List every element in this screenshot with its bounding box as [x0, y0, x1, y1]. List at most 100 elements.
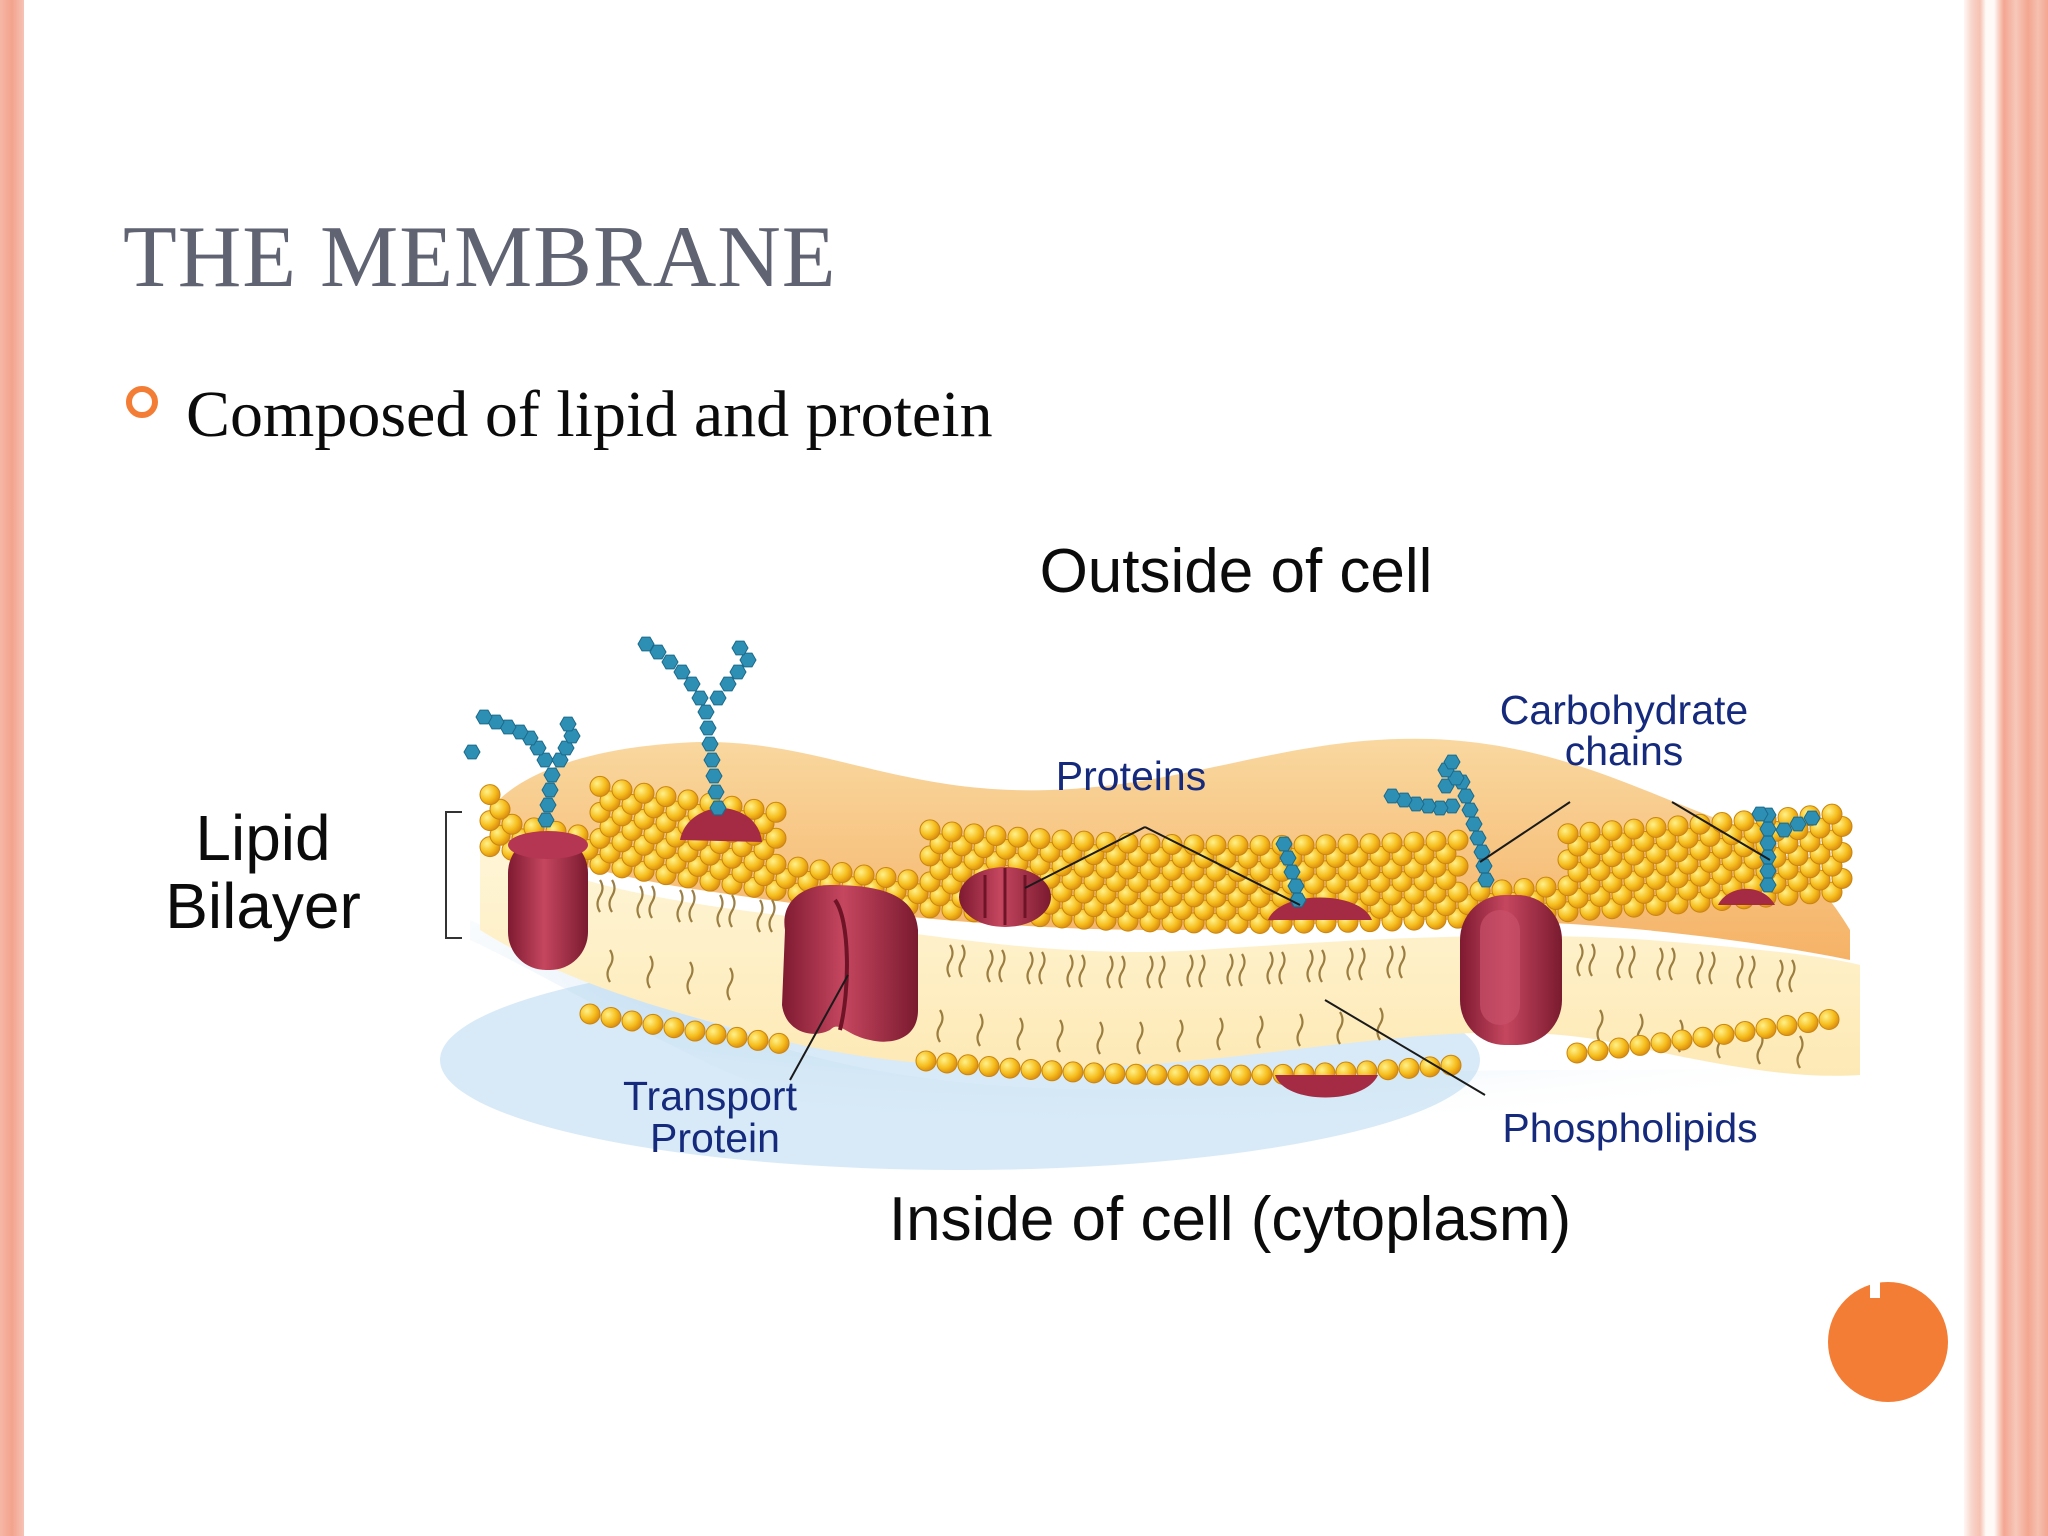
phospholipid-head [1623, 818, 1645, 840]
phospholipid-head [768, 1032, 790, 1054]
sugar-unit [1475, 858, 1493, 874]
sugar-unit [683, 676, 701, 692]
phospholipid-head [705, 1023, 727, 1045]
phospholipid-head [621, 1010, 643, 1032]
sugar-unit [729, 664, 747, 680]
carbohydrate-chains-label-line1: Carbohydrate [1500, 687, 1748, 733]
protein-right-integral [1460, 895, 1562, 1045]
phospholipid-head [1797, 1012, 1819, 1034]
phospholipid-head [875, 866, 897, 888]
phospholipid-head [1447, 829, 1469, 851]
phospholipid-head [1020, 1059, 1042, 1081]
phospholipid-head [915, 1050, 937, 1072]
phospholipid-head [1629, 1034, 1651, 1056]
sugar-unit [637, 636, 655, 652]
transport-protein [782, 885, 918, 1042]
lipid-bilayer-label-line2: Bilayer [165, 870, 361, 942]
phospholipid-head [1566, 1042, 1588, 1064]
phospholipid-head [1645, 817, 1667, 839]
phospholipid-head [1535, 876, 1557, 898]
sugar-unit [709, 800, 727, 816]
phospholipid-head [1315, 834, 1337, 856]
phospholipid-head [1419, 1056, 1441, 1078]
phospholipid-head [1073, 830, 1095, 852]
sugar-unit [1461, 802, 1479, 818]
phospholipid-head [1188, 1064, 1210, 1086]
orange-circle-icon [1828, 1282, 1948, 1402]
ring-bullet-icon [126, 386, 158, 418]
phospholipid-head [579, 1003, 601, 1025]
phospholipid-head [501, 813, 523, 835]
phospholipid-head [1146, 1064, 1168, 1086]
phospholipid-head [1381, 832, 1403, 854]
sugar-unit [1775, 822, 1793, 838]
phospholipid-head [677, 789, 699, 811]
phospholipid-head [1579, 821, 1601, 843]
phospholipid-head [1161, 833, 1183, 855]
phospholipid-head [1007, 826, 1029, 848]
phospholipid-head [1051, 829, 1073, 851]
sugar-unit [661, 654, 679, 670]
proteins-label: Proteins [1056, 753, 1206, 799]
sugar-unit [1287, 878, 1305, 894]
phospholipid-head [1029, 828, 1051, 850]
phospholipid-head [1692, 1026, 1714, 1048]
protein-peripheral-top-right [1718, 888, 1775, 905]
bullet-text: Composed of lipid and protein [186, 378, 993, 451]
sugar-unit [1751, 806, 1769, 822]
sugar-unit [1759, 849, 1777, 865]
sugar-unit [475, 709, 493, 725]
phospholipid-head [985, 825, 1007, 847]
sugar-unit [705, 768, 723, 784]
phospholipid-heads-bottom [579, 1003, 1840, 1086]
sugar-unit [709, 690, 727, 706]
phospholipid-head [1083, 1062, 1105, 1084]
lipid-bilayer-label-line1: Lipid [195, 802, 330, 874]
phospholipid-head [765, 827, 787, 849]
sugar-unit [541, 782, 559, 798]
phospholipid-head [1776, 1015, 1798, 1037]
slide-title: THE MEMBRANE [123, 209, 837, 306]
phospholipids-label: Phospholipids [1502, 1105, 1757, 1151]
phospholipid-head [1733, 810, 1755, 832]
lipid-tails-upper [596, 879, 1796, 993]
phospholipid-head [1601, 820, 1623, 842]
protein-peripheral-top-left [680, 808, 762, 842]
sugar-unit [1759, 863, 1777, 879]
phospholipid-head [765, 853, 787, 875]
sugar-unit [1457, 788, 1475, 804]
sugar-unit [703, 752, 721, 768]
transport-protein-label-line2: Protein [650, 1115, 780, 1161]
phospholipid-head [642, 1013, 664, 1035]
phospholipid-head [1821, 803, 1843, 825]
phospholipid-head [999, 1057, 1021, 1079]
phospholipid-head [589, 775, 611, 797]
cytoplasm-shadow [470, 920, 1830, 1156]
sugar-unit [1447, 770, 1465, 786]
phospholipid-head [831, 862, 853, 884]
sugar-unit [1443, 754, 1461, 770]
phospholipid-head [1062, 1061, 1084, 1083]
sugar-unit [691, 690, 709, 706]
leader-lines [789, 801, 1771, 1096]
phospholipid-head [1734, 1020, 1756, 1042]
phospholipid-head [1398, 1057, 1420, 1079]
sugar-unit [719, 676, 737, 692]
phospholipid-head [684, 1020, 706, 1042]
lipid-bilayer-bracket [445, 811, 462, 939]
phospholipid-head [600, 1006, 622, 1028]
sugar-unit [1469, 830, 1487, 846]
phospholipid-head [1587, 1040, 1609, 1062]
phospholipid-head [633, 782, 655, 804]
sugar-unit [699, 720, 717, 736]
left-border [0, 0, 24, 1536]
phospholipid-head [1440, 1054, 1462, 1076]
sugar-unit [559, 716, 577, 732]
phospholipid-head [1689, 813, 1711, 835]
phospholipid-head [1711, 812, 1733, 834]
inside-of-cell-label: Inside of cell (cytoplasm) [889, 1185, 1571, 1254]
phospholipid-head [1230, 1064, 1252, 1086]
phospholipid-head [743, 798, 765, 820]
phospholipid-head [479, 784, 501, 806]
